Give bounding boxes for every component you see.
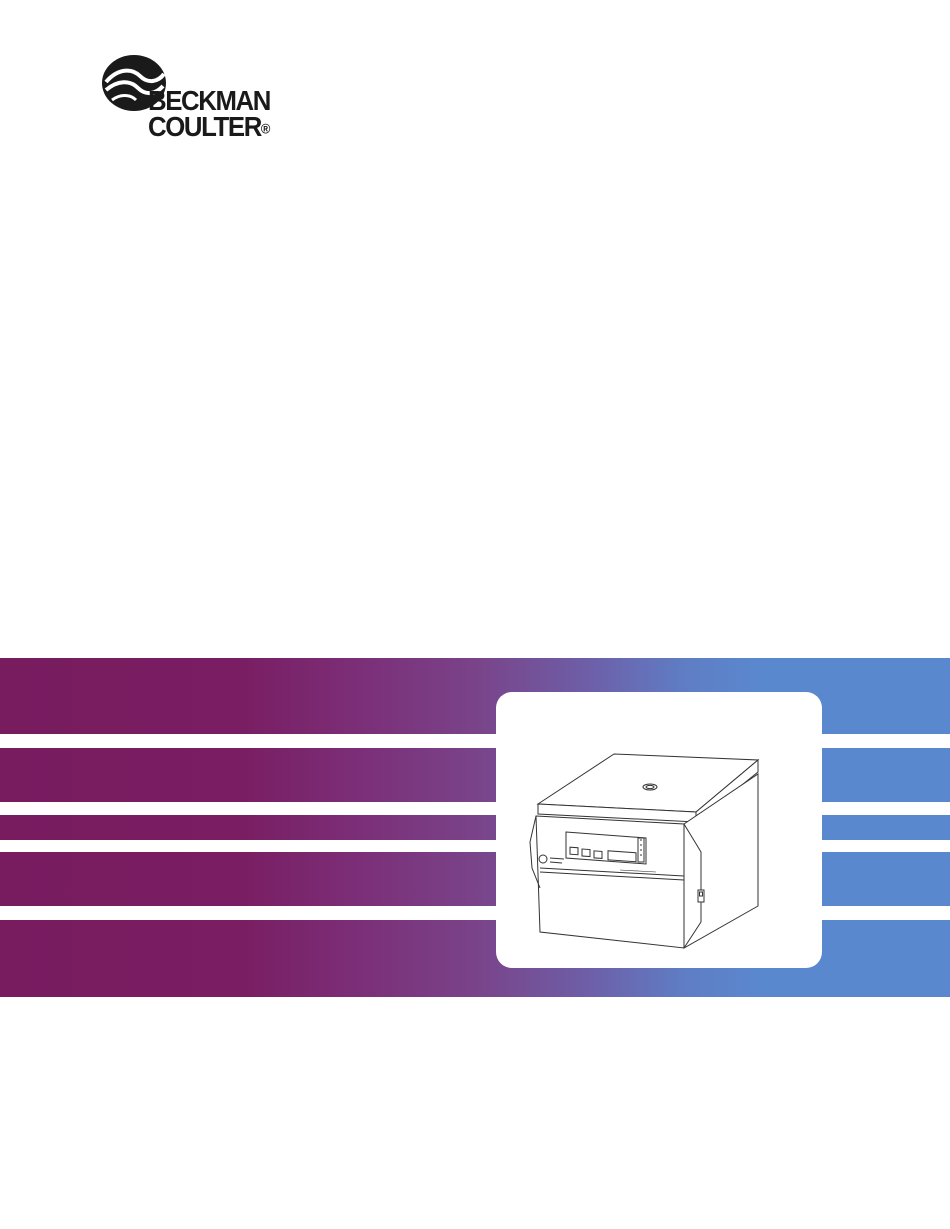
brand-name-line2: COULTER	[148, 111, 261, 142]
brand-logo: BECKMAN COULTER®	[100, 52, 300, 152]
brand-wordmark: BECKMAN COULTER®	[148, 88, 270, 142]
registered-mark: ®	[261, 121, 271, 137]
centrifuge-illustration	[496, 692, 822, 968]
product-image-panel	[496, 692, 822, 968]
